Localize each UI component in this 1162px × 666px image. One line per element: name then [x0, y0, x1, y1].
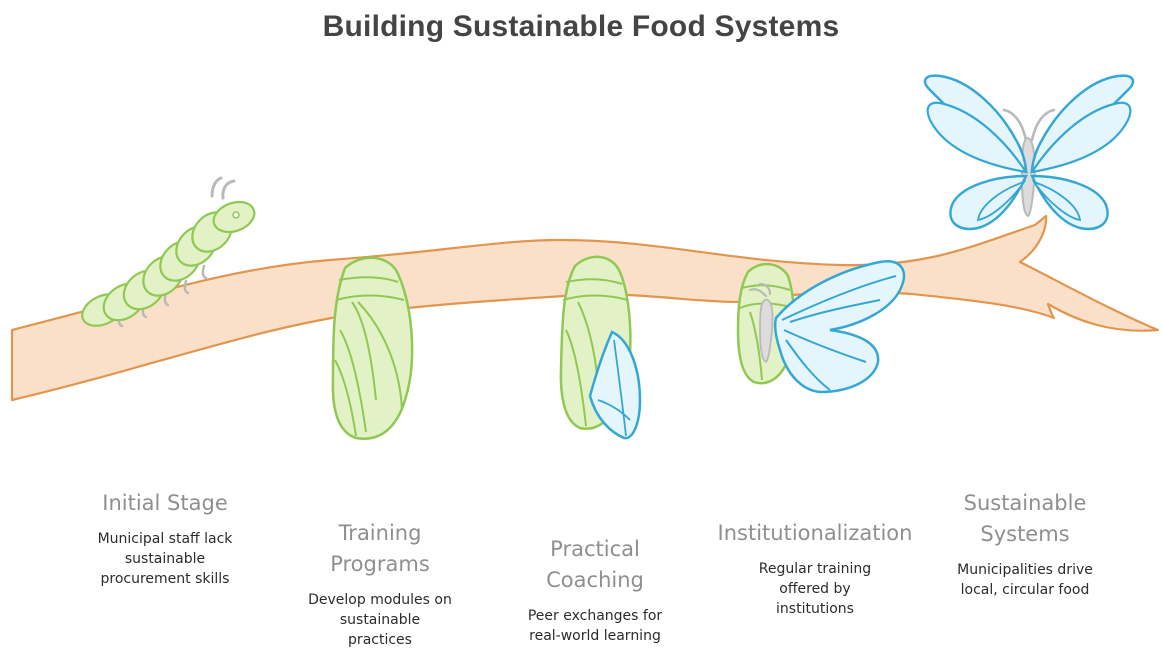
stage-initial: Initial Stage Municipal staff lack susta… — [60, 488, 270, 589]
stage-description-line: Municipalities drive — [957, 562, 1093, 578]
stage-title-line: Institutionalization — [717, 521, 913, 545]
emerging-butterfly-icon — [736, 259, 906, 394]
stage-description-line: Municipal staff lack — [97, 531, 233, 547]
stage-title-line: Coaching — [546, 568, 644, 592]
stage-description-line: real-world learning — [529, 628, 661, 644]
stage-description-line: offered by — [779, 581, 851, 597]
stage-training: Training Programs Develop modules on sus… — [275, 518, 485, 650]
stage-description: Municipal staff lack sustainable procure… — [60, 529, 270, 589]
stage-description-line: institutions — [776, 601, 854, 617]
stage-title: Sustainable Systems — [920, 488, 1130, 550]
stage-description-line: Develop modules on — [308, 592, 452, 608]
stage-description: Peer exchanges for real-world learning — [490, 606, 700, 646]
diagram-title: Building Sustainable Food Systems — [322, 10, 840, 43]
stage-title: Institutionalization — [695, 518, 935, 549]
caterpillar-icon — [81, 176, 256, 328]
stage-description-line: Regular training — [758, 561, 872, 577]
stage-title: Practical Coaching — [490, 534, 700, 596]
stage-title-line: Initial Stage — [102, 491, 228, 515]
stage-title-line: Systems — [980, 522, 1070, 546]
stage-title: Training Programs — [275, 518, 485, 580]
stage-description-line: practices — [348, 632, 412, 648]
butterfly-icon — [923, 74, 1135, 231]
stage-description-line: sustainable — [339, 612, 421, 628]
stage-description: Develop modules on sustainable practices — [275, 590, 485, 650]
stage-title-line: Training — [338, 521, 422, 545]
chrysalis-icon — [331, 256, 414, 440]
stage-title-line: Sustainable — [963, 491, 1087, 515]
stage-title: Initial Stage — [60, 488, 270, 519]
branch — [10, 214, 1160, 402]
stage-description: Regular training offered by institutions — [695, 559, 935, 619]
stage-sustainable: Sustainable Systems Municipalities drive… — [920, 488, 1130, 600]
stage-title-line: Programs — [330, 552, 430, 576]
stage-title-line: Practical — [550, 537, 640, 561]
stage-description-line: procurement skills — [100, 571, 230, 587]
stage-description-line: Peer exchanges for — [527, 608, 663, 624]
stage-institutionalization: Institutionalization Regular training of… — [695, 518, 935, 619]
opening-chrysalis-icon — [559, 255, 642, 440]
stage-description-line: sustainable — [124, 551, 206, 567]
stage-description: Municipalities drive local, circular foo… — [920, 560, 1130, 600]
stage-coaching: Practical Coaching Peer exchanges for re… — [490, 534, 700, 646]
stage-description-line: local, circular food — [960, 582, 1090, 598]
